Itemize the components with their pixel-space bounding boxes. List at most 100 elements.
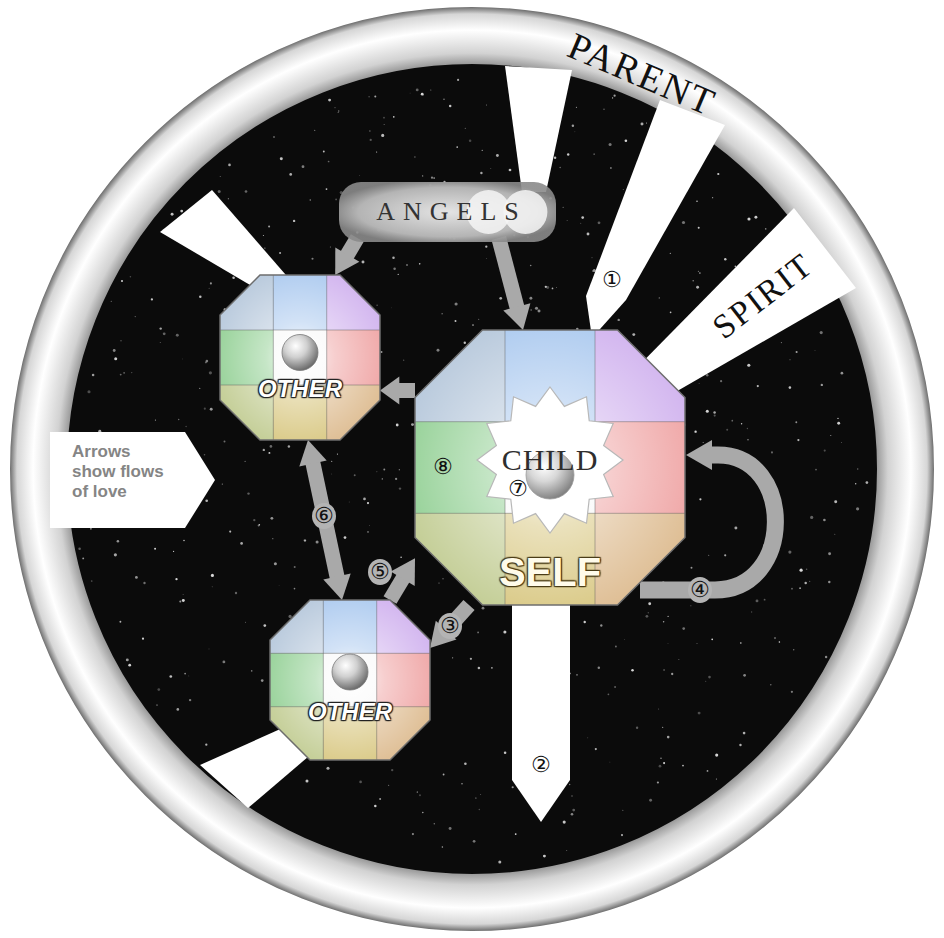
star-dot [455, 302, 458, 305]
star-dot [856, 507, 859, 510]
star-dot [615, 646, 617, 648]
star-dot [708, 676, 711, 679]
parent-flow-band [586, 100, 725, 338]
star-dot [409, 92, 411, 94]
star-dot [600, 624, 602, 626]
callout-number: ⑦ [506, 476, 530, 502]
star-dot [244, 621, 246, 623]
star-dot [825, 656, 827, 658]
star-dot [747, 364, 750, 367]
star-dot [400, 556, 402, 558]
star-dot [595, 748, 597, 750]
love-flow-arrow [335, 238, 359, 275]
star-dot [376, 151, 377, 152]
star-dot [314, 130, 315, 131]
star-dot [270, 517, 273, 520]
star-dot [270, 445, 273, 448]
star-dot [209, 371, 212, 374]
star-dot [837, 422, 840, 425]
star-dot [179, 601, 181, 603]
star-dot [809, 581, 810, 582]
inner-glow [270, 600, 430, 760]
angels-glow: ANGELS [345, 186, 550, 238]
star-dot [367, 531, 368, 532]
arrow-head [503, 303, 530, 330]
star-dot [344, 536, 347, 539]
star-dot [581, 216, 584, 219]
star-dot [658, 709, 659, 710]
star-dot [764, 599, 766, 601]
star-dot [130, 276, 132, 278]
pearl-sphere [282, 335, 318, 371]
star-dot [740, 642, 742, 644]
star-dot [698, 271, 699, 272]
star-dot [110, 300, 112, 302]
star-dot [682, 221, 685, 224]
star-dot [363, 498, 366, 501]
star-dot [268, 225, 270, 227]
star-dot [278, 585, 280, 587]
star-dot [743, 732, 746, 735]
star-dot [682, 627, 685, 630]
star-dot [509, 169, 512, 172]
star-dot [182, 593, 184, 595]
star-dot [743, 674, 746, 677]
star-dot [571, 813, 574, 816]
star-dot [593, 153, 594, 154]
star-dot [218, 190, 221, 193]
star-dot [563, 821, 566, 824]
star-dot [245, 190, 248, 193]
star-dot [173, 551, 174, 552]
star-dot [499, 297, 502, 300]
flow-line [499, 238, 519, 314]
star-dot [797, 439, 799, 441]
star-dot [751, 611, 752, 612]
star-dot [641, 123, 644, 126]
star-dot [382, 478, 383, 479]
star-dot [530, 309, 531, 310]
star-dot [449, 105, 451, 107]
self-octagon: SELFCHILD [415, 330, 685, 605]
octagon-outline [220, 275, 380, 440]
other-octagon: OTHER [220, 275, 380, 440]
callout-number: ③ [438, 613, 462, 639]
star-dot [682, 765, 684, 767]
star-dot [199, 296, 202, 299]
star-dot [631, 669, 634, 672]
star-dot [210, 408, 213, 411]
star-dot [496, 154, 499, 157]
star-dot [866, 481, 869, 484]
star-dot [273, 136, 275, 138]
star-dot [261, 679, 264, 682]
star-dot [771, 451, 773, 453]
octagon-fill [415, 330, 686, 606]
star-dot [774, 637, 776, 639]
other-octagon-shape [270, 600, 430, 760]
star-dot [92, 374, 95, 377]
star-dot [469, 140, 472, 143]
star-dot [457, 79, 459, 81]
callout-number: ⑧ [431, 454, 455, 480]
star-dot [814, 350, 816, 352]
star-dot [163, 332, 166, 335]
star-dot [703, 442, 704, 443]
parent-label: PARENT [562, 23, 723, 125]
star-dot [613, 95, 615, 97]
star-dot [707, 770, 709, 772]
star-dot [779, 641, 781, 643]
star-dot [491, 667, 493, 669]
star-dot [334, 107, 336, 109]
love-flow-arrow [499, 238, 531, 330]
star-dot [608, 693, 610, 695]
star-dot [855, 483, 856, 484]
parent-rim [39, 36, 906, 903]
star-dot [479, 809, 480, 810]
star-dot [857, 468, 859, 470]
other-label: OTHER [258, 375, 342, 403]
star-dot [390, 307, 392, 309]
star-dot [304, 539, 307, 542]
star-dot [119, 621, 121, 623]
star-burst [477, 387, 623, 533]
star-dot [632, 333, 635, 336]
pearl-sphere [332, 654, 368, 690]
